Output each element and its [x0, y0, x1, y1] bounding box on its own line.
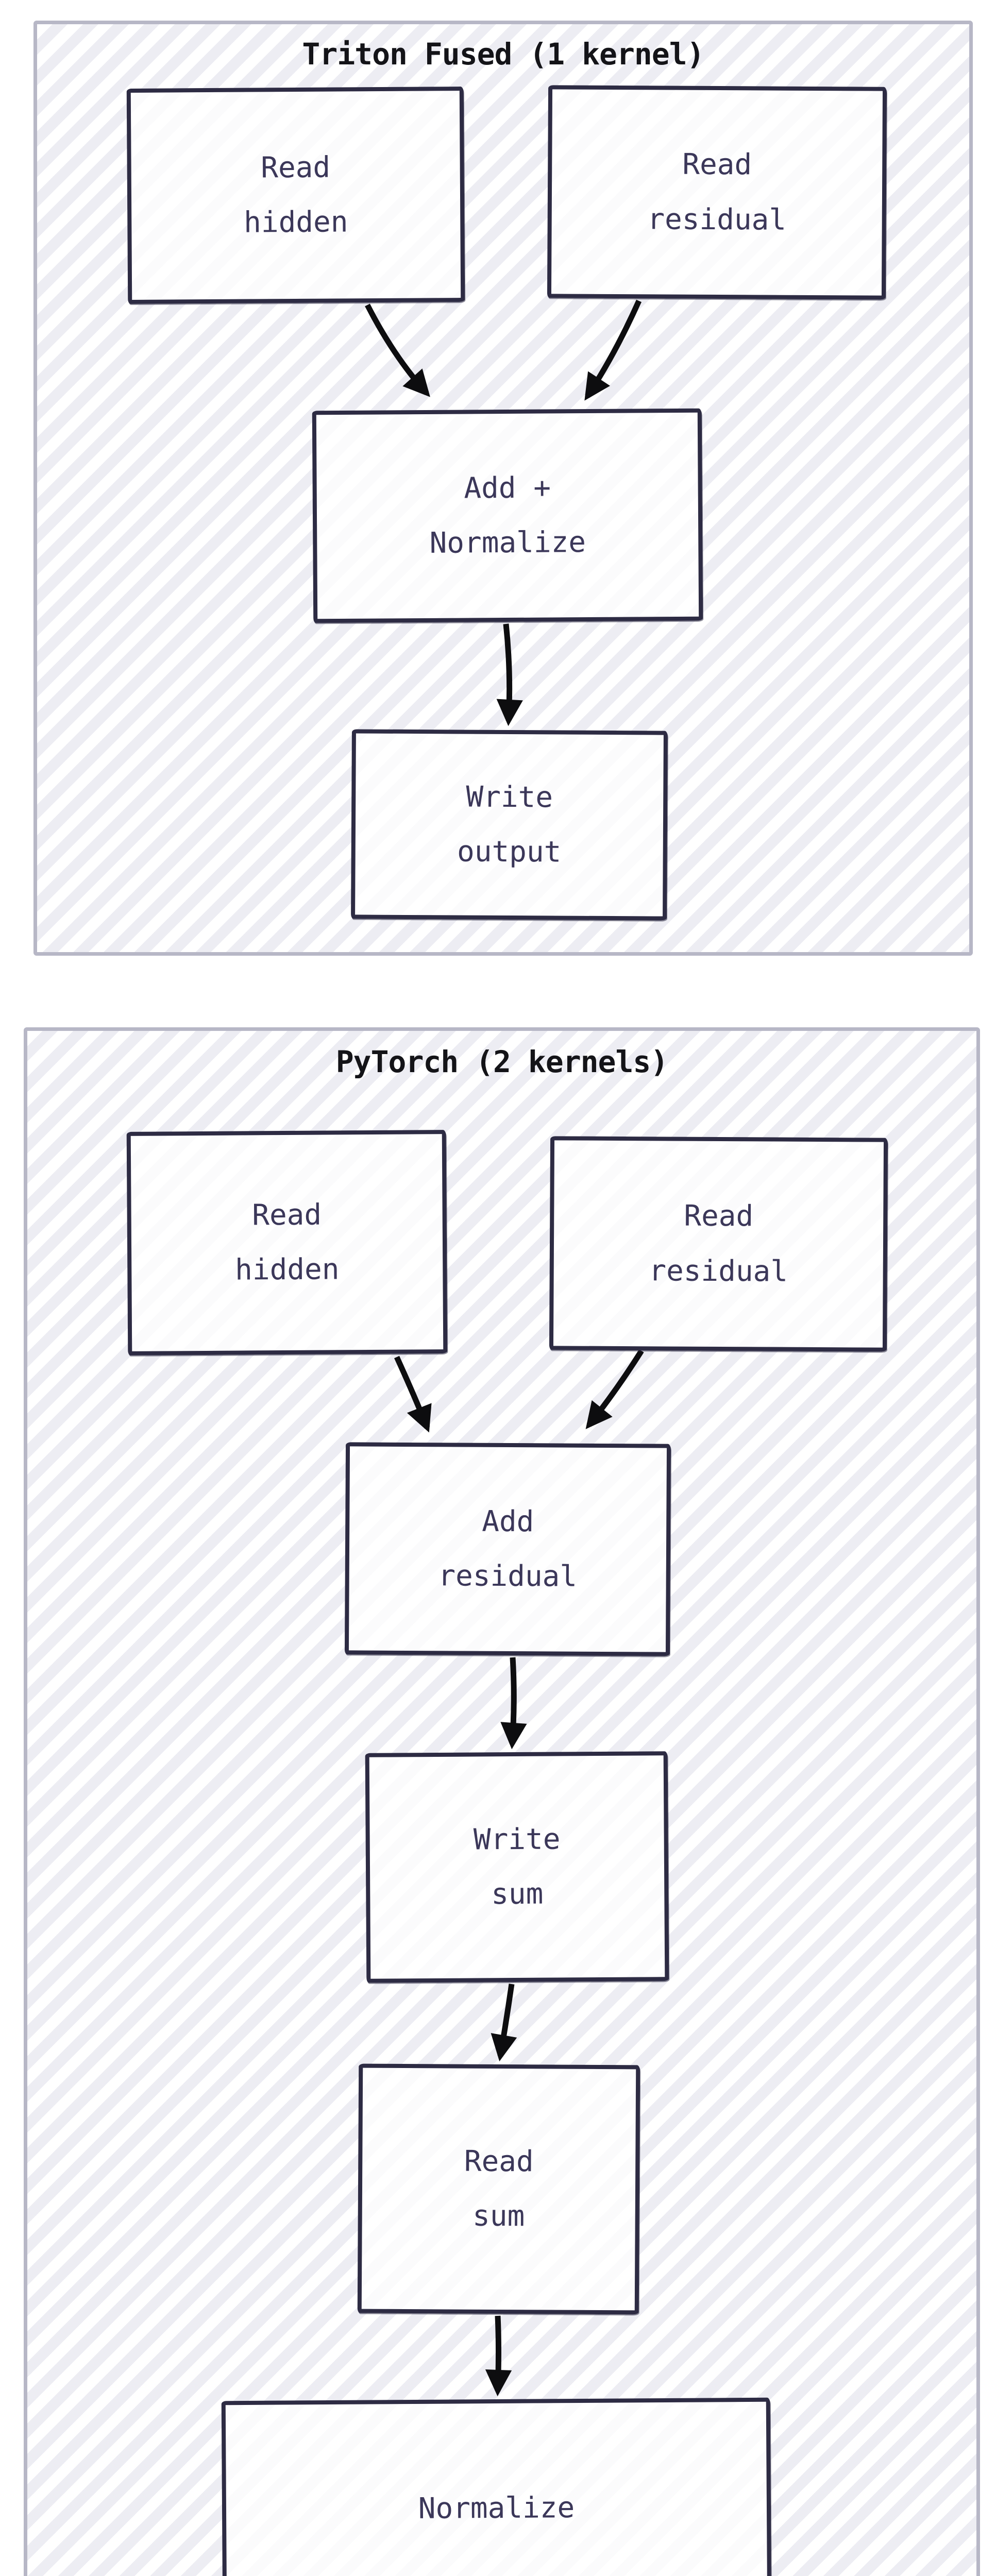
node-label: Read hidden — [243, 150, 348, 240]
arrow-read-hidden-to-add — [394, 1355, 432, 1433]
node-label: Read residual — [649, 1199, 788, 1289]
node-read-sum: Read sum — [357, 2063, 640, 2315]
panel-pytorch: PyTorch (2 kernels) Read hidden Read res… — [24, 1027, 980, 2576]
panel-title: PyTorch (2 kernels) — [335, 1044, 668, 1079]
panel-title: Triton Fused (1 kernel) — [302, 37, 704, 72]
node-read-residual: Read residual — [549, 1136, 888, 1352]
arrow-read-residual-to-add — [584, 299, 642, 401]
node-label: Write sum — [473, 1822, 561, 1911]
node-write-output: Write output — [351, 729, 668, 921]
node-label: Read sum — [464, 2144, 534, 2233]
node-add-residual: Add residual — [344, 1442, 671, 1656]
node-read-residual: Read residual — [547, 85, 887, 300]
node-write-sum: Write sum — [365, 1751, 669, 1983]
node-label: Write output — [457, 780, 562, 869]
arrow-read-hidden-to-add — [365, 303, 430, 397]
node-read-hidden: Read hidden — [126, 1130, 448, 1355]
node-label: Add residual — [438, 1504, 578, 1594]
arrow-add-to-write-sum — [500, 1657, 527, 1750]
node-label: Read hidden — [234, 1198, 340, 1287]
node-read-hidden: Read hidden — [126, 87, 465, 304]
node-label: Add + Normalize — [429, 471, 586, 560]
panel-triton-fused: Triton Fused (1 kernel) Read hidden Read… — [33, 21, 973, 956]
arrow-add-to-write-output — [496, 623, 523, 726]
node-label: Read residual — [647, 147, 787, 237]
arrow-read-sum-to-normalize — [485, 2315, 512, 2397]
node-normalize: Normalize — [221, 2397, 772, 2576]
node-add-normalize: Add + Normalize — [312, 408, 703, 623]
node-label: Normalize — [418, 2490, 575, 2526]
arrow-write-sum-to-read-sum — [491, 1984, 517, 2062]
arrow-read-residual-to-add — [585, 1349, 644, 1430]
